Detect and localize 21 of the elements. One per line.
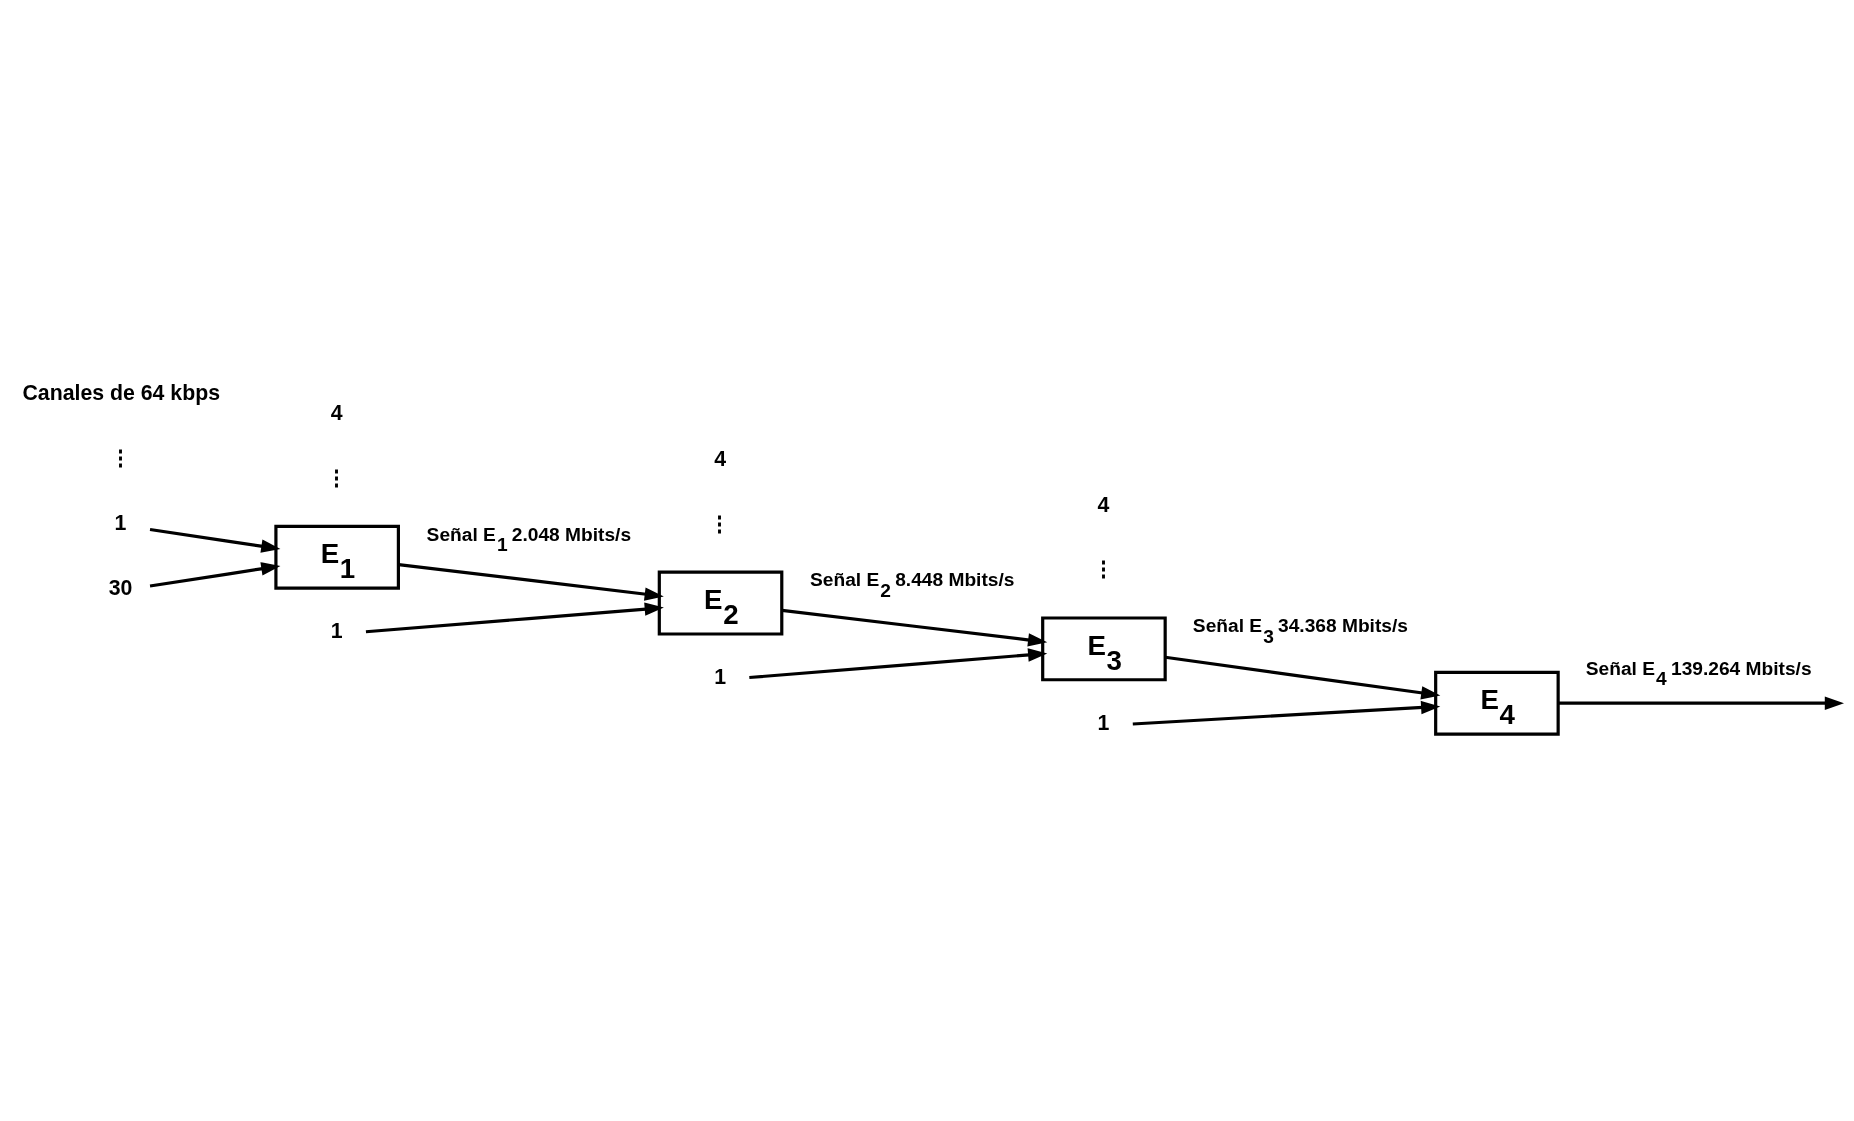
arrow [781,608,1048,647]
label: 4 [714,446,726,471]
arrow [149,527,281,553]
arrow [749,648,1048,680]
label: 4 [1097,492,1110,517]
label: 4 [330,400,343,425]
node-text: 30 [108,575,133,600]
node-text: 1 [714,665,726,690]
label: ⋮ [1092,557,1114,582]
label: ⋮ [109,445,131,470]
arrow [1132,700,1441,726]
label: ⋮ [325,465,347,490]
arrow [398,562,664,601]
node-text: 1 [114,510,127,535]
node-text: 1 [330,619,343,644]
node-text: 1 [1097,710,1110,735]
arrow [365,602,664,634]
label: Canales de 64 kbps [22,380,220,405]
arrow [149,562,281,588]
arrow [1165,655,1441,700]
label: ⋮ [709,511,731,536]
